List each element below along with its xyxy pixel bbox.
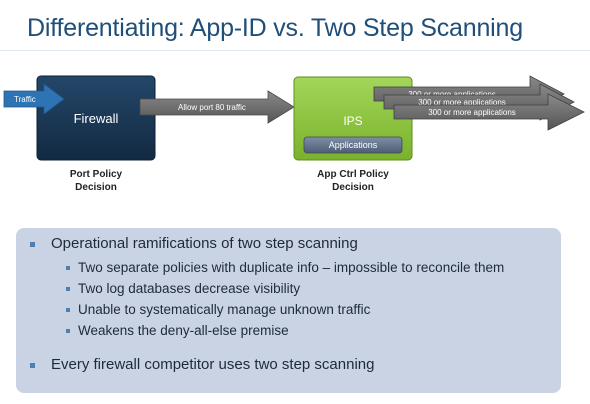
ips-label: IPS <box>343 114 362 128</box>
sub-bullet-marker <box>66 287 70 291</box>
applications-label: Applications <box>329 140 378 150</box>
sub-bullet-3: Unable to systematically manage unknown … <box>78 302 371 317</box>
bullet-marker <box>30 242 35 247</box>
applications-chip <box>303 136 403 154</box>
port-policy-caption: Port Policy Decision <box>50 168 142 194</box>
sub-bullet-marker <box>66 329 70 333</box>
title-divider <box>0 50 590 51</box>
sub-bullet-1: Two separate policies with duplicate inf… <box>78 260 505 275</box>
bullet-main-2: Every firewall competitor uses two step … <box>51 356 375 373</box>
bullet-panel: Operational ramifications of two step sc… <box>16 228 561 393</box>
bullet-marker <box>30 363 35 368</box>
allow-port-arrow <box>139 90 295 124</box>
sub-bullet-marker <box>66 308 70 312</box>
two-step-scanning-diagram: Firewall Traffic Allow port 80 traffic I… <box>3 75 585 161</box>
firewall-label: Firewall <box>74 111 119 126</box>
allow-port-label: Allow port 80 traffic <box>178 103 246 112</box>
sub-bullet-marker <box>66 266 70 270</box>
app-ctrl-policy-caption-line1: App Ctrl Policy <box>317 169 389 180</box>
port-policy-caption-line2: Decision <box>75 182 117 193</box>
app-arrow-2-label: 300 or more applications <box>418 98 506 107</box>
traffic-arrow <box>3 83 65 115</box>
firewall-box <box>36 75 156 161</box>
sub-bullet-2: Two log databases decrease visibility <box>78 281 301 296</box>
app-arrow-3-label: 300 or more applications <box>428 108 516 117</box>
app-ctrl-policy-caption-line2: Decision <box>332 182 374 193</box>
port-policy-caption-line1: Port Policy <box>69 169 123 180</box>
app-arrow-1-label: 300 or more applications <box>408 90 496 99</box>
slide-title: Differentiating: App-ID vs. Two Step Sca… <box>27 14 523 42</box>
bullet-main-1: Operational ramifications of two step sc… <box>51 235 358 252</box>
app-ctrl-policy-caption: App Ctrl Policy Decision <box>300 168 406 194</box>
app-arrow-3 <box>393 93 585 131</box>
traffic-label: Traffic <box>14 95 36 104</box>
sub-bullet-4: Weakens the deny-all-else premise <box>78 323 289 338</box>
